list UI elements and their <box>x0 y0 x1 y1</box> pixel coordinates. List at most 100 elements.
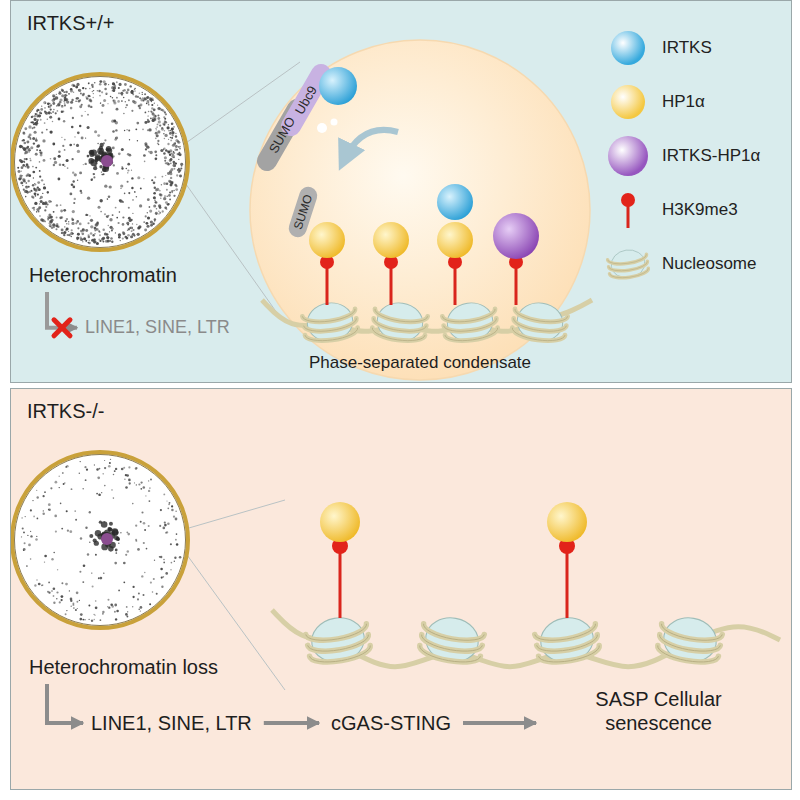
chromatin-dot <box>105 92 107 94</box>
chromatin-dot <box>99 231 101 233</box>
node-text: LINE1, SINE, LTR <box>91 711 252 735</box>
chromatin-dot <box>93 93 94 94</box>
chromatin-dot <box>155 213 157 215</box>
chromatin-dot <box>89 240 90 241</box>
chromatin-dot <box>77 608 78 609</box>
chromatin-dot <box>135 467 137 469</box>
chromatin-dot <box>116 97 118 99</box>
chromatin-dot <box>104 460 105 461</box>
chromatin-dot <box>79 571 81 573</box>
chromatin-dot <box>122 201 124 203</box>
chromatin-dot <box>173 151 175 153</box>
chromatin-dot <box>68 234 71 237</box>
chromatin-dot <box>66 218 68 220</box>
chromatin-dot <box>61 528 63 530</box>
chromatin-dot <box>101 171 102 172</box>
chromatin-dot <box>154 150 157 153</box>
chromatin-dot <box>150 224 153 227</box>
chromatin-dot <box>92 91 94 93</box>
chromatin-dot <box>75 86 78 89</box>
chromatin-dot <box>173 516 175 518</box>
chromatin-dot <box>37 181 40 184</box>
chromatin-dot <box>120 240 121 241</box>
chromatin-dot <box>94 615 95 616</box>
chromatin-dot <box>163 152 166 155</box>
chromatin-dot <box>154 218 156 220</box>
chromatin-dot <box>114 84 115 85</box>
chromatin-dot <box>50 108 52 110</box>
chromatin-dot <box>39 152 40 153</box>
h3k9me3-mark <box>621 193 635 207</box>
chromatin-dot <box>164 522 166 524</box>
chromatin-dot <box>53 98 56 101</box>
dna-wrap-edge <box>305 328 359 344</box>
chromatin-dot <box>112 82 115 85</box>
chromatin-dot <box>40 119 42 121</box>
chromatin-dot <box>30 509 32 511</box>
chromatin-dot <box>134 88 136 90</box>
chromatin-dot <box>94 239 96 241</box>
chromatin-dot <box>175 145 178 148</box>
chromatin-dot <box>113 100 116 103</box>
chromatin-dot <box>26 140 29 143</box>
chromatin-dot <box>166 500 167 501</box>
chromatin-dot <box>98 468 100 470</box>
chromatin-dot <box>139 107 141 109</box>
dna-wrap <box>610 268 650 280</box>
chromatin-dot <box>100 103 101 104</box>
chromatin-dot <box>164 156 167 159</box>
chromatin-dot <box>82 94 85 97</box>
chromatin-dot <box>111 120 114 123</box>
chromatin-dot <box>157 107 160 110</box>
nucleosome <box>304 613 372 667</box>
chromatin-dot <box>79 618 82 621</box>
chromatin-dot <box>23 550 24 551</box>
chromatin-dot <box>163 133 164 134</box>
chromatin-dot <box>128 479 131 482</box>
chromatin-dot <box>82 229 84 231</box>
chromatin-dot <box>115 549 118 552</box>
chromatin-dot <box>152 117 155 120</box>
chromatin-dot <box>171 122 174 125</box>
chromatin-dot <box>45 112 48 115</box>
chromatin-dot <box>80 190 82 192</box>
chromatin-dot <box>138 608 139 609</box>
chromatin-dot <box>72 210 75 213</box>
dna-wrap-edge <box>445 328 499 344</box>
chromatin-dot <box>151 179 153 181</box>
chromatin-dot <box>110 459 111 460</box>
legend-text: IRTKS <box>662 38 712 58</box>
chromatin-dot <box>149 487 151 489</box>
chromatin-dot <box>135 128 137 130</box>
chromatin-dot <box>93 238 96 241</box>
chromatin-dot <box>93 90 94 91</box>
chromatin-dot <box>17 167 19 169</box>
dna-wrap-edge <box>302 309 356 325</box>
chromatin-dot <box>71 183 74 186</box>
dna-wrap-edge <box>514 309 568 325</box>
chromatin-dot <box>112 100 114 102</box>
chromatin-dot <box>137 140 138 141</box>
chromatin-dot <box>128 99 130 101</box>
chromatin-dot <box>79 237 81 239</box>
chromatin-dot <box>131 187 133 189</box>
chromatin-dot <box>126 222 129 225</box>
chromatin-dot <box>70 236 71 237</box>
chromatin-dot <box>167 196 168 197</box>
chromatin-dot <box>114 470 116 472</box>
chromatin-dot <box>168 180 171 183</box>
chromatin-dot <box>27 166 30 169</box>
chromatin-dot <box>23 142 26 145</box>
nucleosome <box>371 299 429 344</box>
chromatin-dot <box>36 149 38 151</box>
chromatin-dot <box>123 562 126 565</box>
chromatin-dot <box>39 149 41 151</box>
chromatin-dot <box>85 88 87 90</box>
chromatin-dot <box>153 192 156 195</box>
chromatin-dot <box>37 144 40 147</box>
chromatin-dot <box>43 186 46 189</box>
chromatin-dot <box>53 95 55 97</box>
chromatin-dot <box>33 142 35 144</box>
chromatin-dot <box>151 101 152 102</box>
chromatin-dot <box>131 230 133 232</box>
